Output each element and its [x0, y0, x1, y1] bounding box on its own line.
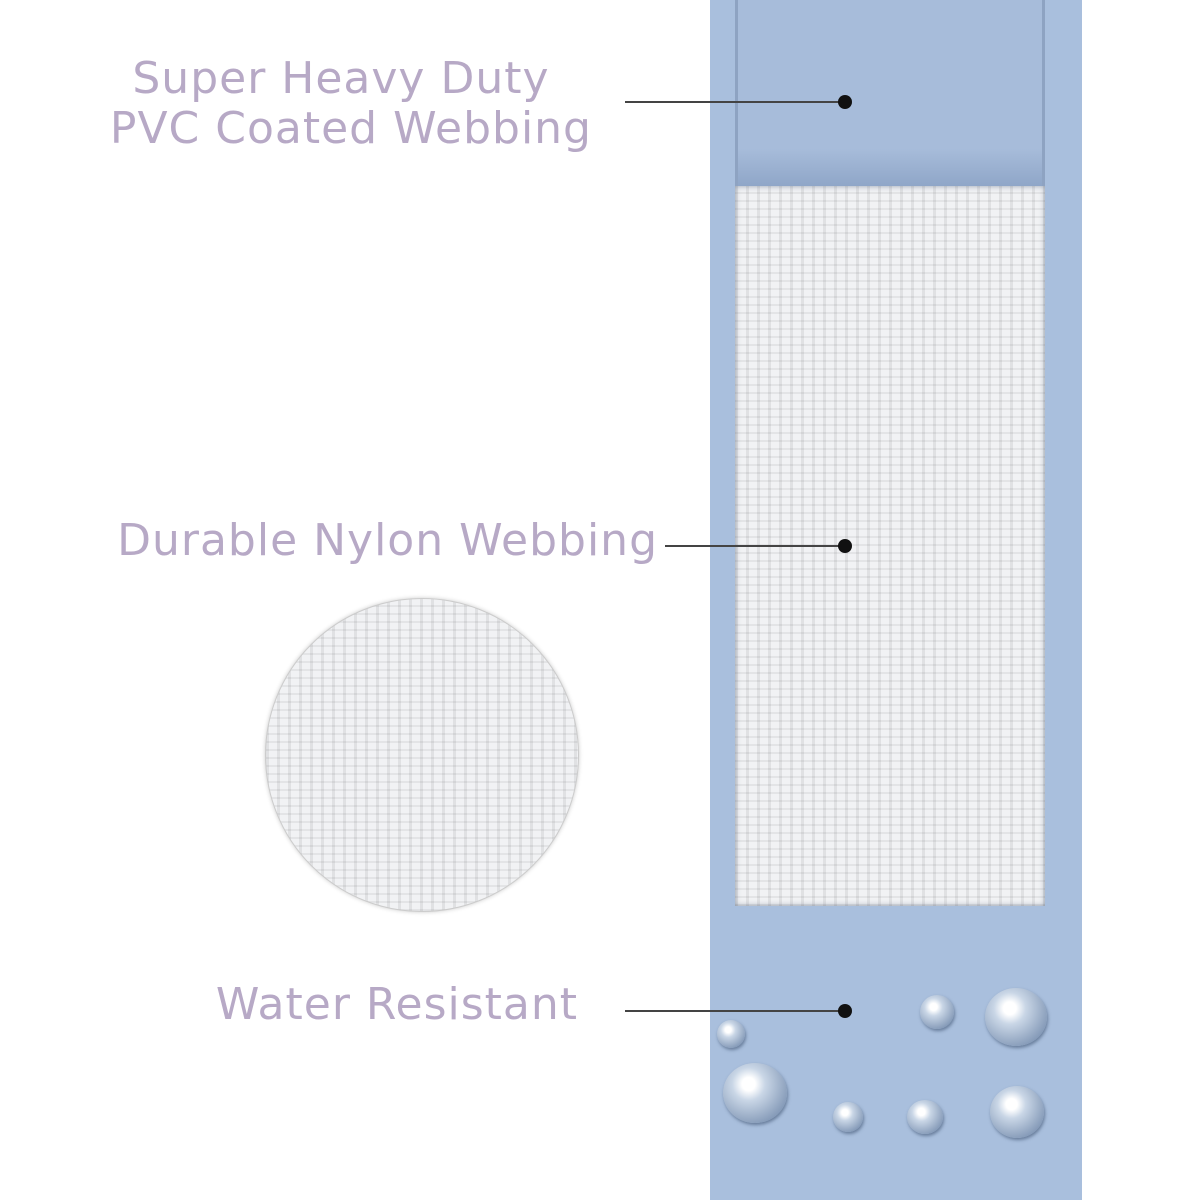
pvc-label: Super Heavy Duty PVC Coated Webbing [110, 54, 592, 154]
pvc-label-line1: Super Heavy Duty [132, 53, 550, 104]
water-pointer-dot [838, 1004, 852, 1018]
nylon-texture-closeup [265, 598, 579, 912]
pvc-pointer-dot [838, 95, 852, 109]
water-drop [907, 1100, 943, 1134]
water-drop [985, 988, 1047, 1046]
water-label: Water Resistant [215, 979, 578, 1030]
water-drop [990, 1086, 1044, 1138]
water-drop [717, 1020, 745, 1048]
pvc-pointer-line [625, 101, 845, 103]
nylon-pointer-line [665, 545, 845, 547]
water-pointer-line [625, 1010, 845, 1012]
pvc-coated-section [735, 0, 1045, 186]
nylon-pointer-dot [838, 539, 852, 553]
water-drop [920, 995, 954, 1029]
water-drop [833, 1102, 863, 1132]
pvc-label-line2: PVC Coated Webbing [109, 103, 592, 154]
water-drop [723, 1063, 787, 1123]
nylon-label: Durable Nylon Webbing [117, 515, 658, 566]
